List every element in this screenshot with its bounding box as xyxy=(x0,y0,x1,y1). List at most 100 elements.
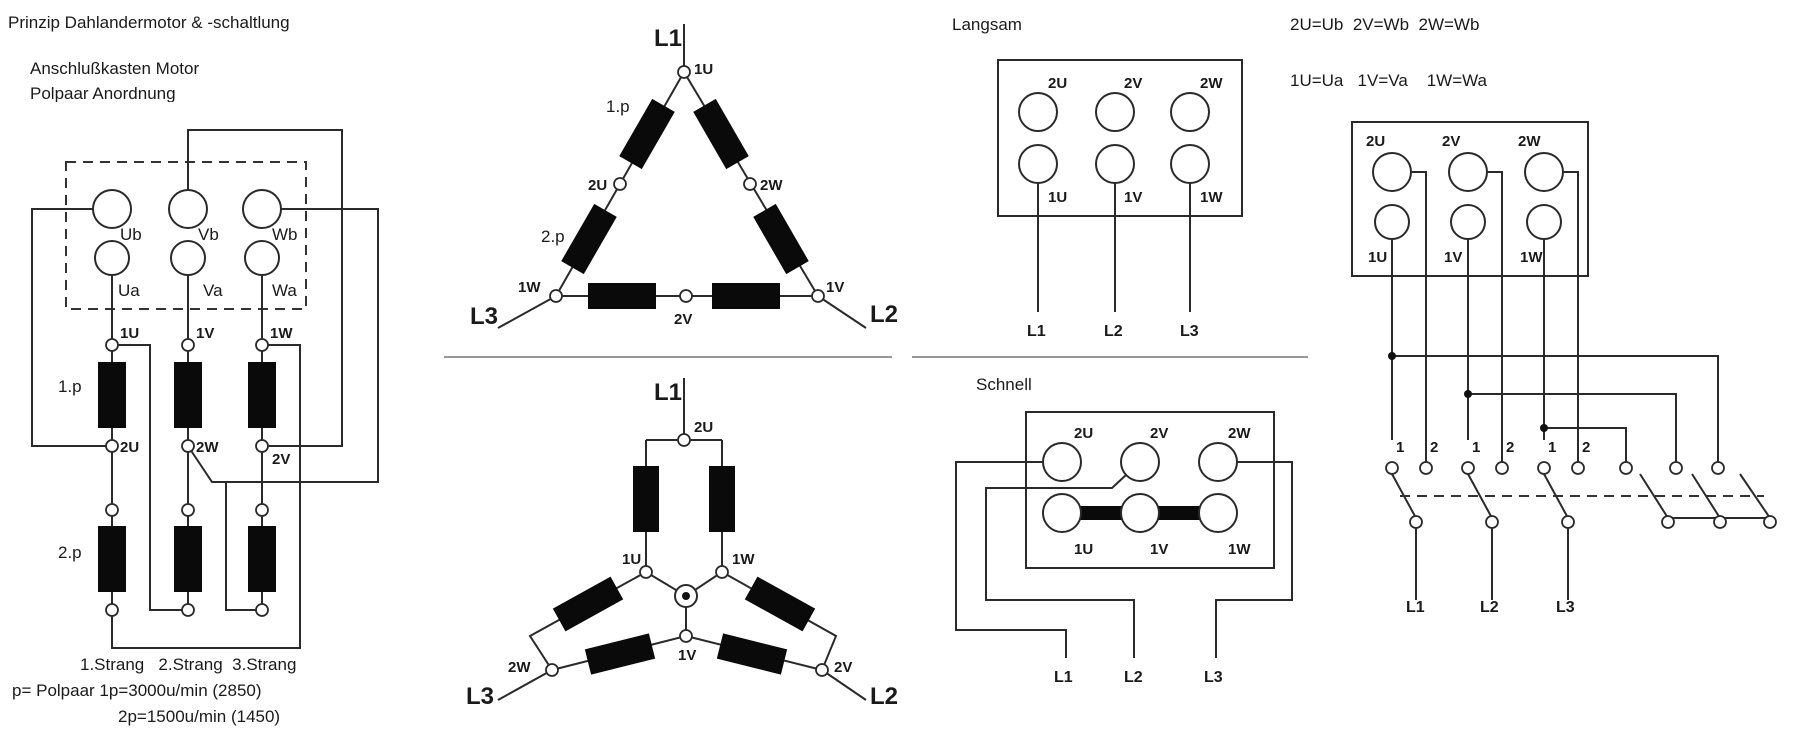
langsam-terminal-2u xyxy=(1018,92,1058,132)
contact-5-upper xyxy=(1537,461,1551,475)
label-ua: Ua xyxy=(118,281,140,300)
label-wa: Wa xyxy=(272,281,297,300)
right-label-2u: 2U xyxy=(1366,133,1385,150)
star-label-2v: 2V xyxy=(834,659,852,676)
delta-label-2v: 2V xyxy=(674,311,692,328)
star-l3-lead xyxy=(497,669,553,701)
contact-1-upper xyxy=(1385,461,1399,475)
pin-strand-2-mid xyxy=(181,503,195,517)
right-label-1v: 1V xyxy=(1444,249,1462,266)
junction-3 xyxy=(1540,424,1548,432)
delta-line-l2: L2 xyxy=(870,301,898,328)
delta-node-1w xyxy=(549,289,563,303)
contact-4-upper xyxy=(1495,461,1509,475)
contact-6-upper xyxy=(1571,461,1585,475)
right-line-l2: L2 xyxy=(1480,599,1499,616)
delta-label-1w: 1W xyxy=(518,279,541,296)
terminal-box-dashed xyxy=(65,161,307,310)
pin-strand-1-end xyxy=(105,603,119,617)
langsam-terminal-box xyxy=(997,59,1243,217)
delta-pole-1p: 1.p xyxy=(606,97,630,116)
left-heading-2: Polpaar Anordnung xyxy=(30,84,176,103)
schnell-label-1w: 1W xyxy=(1228,541,1251,558)
node-1v: 1V xyxy=(196,325,214,342)
delta-line-l3: L3 xyxy=(470,303,498,330)
contact-1-lower xyxy=(1409,515,1423,529)
langsam-terminal-1u xyxy=(1018,144,1058,184)
wire-wb xyxy=(187,208,379,483)
schnell-terminal-2w xyxy=(1198,442,1238,482)
star-node-1w xyxy=(715,565,729,579)
contact-5-lower xyxy=(1713,515,1727,529)
delta-label-1v: 1V xyxy=(826,279,844,296)
switch-label-5: 1 xyxy=(1548,439,1556,456)
schnell-terminal-box xyxy=(1025,411,1275,569)
star-center-dot xyxy=(682,592,690,600)
delta-node-1v xyxy=(811,289,825,303)
star-line-l3: L3 xyxy=(466,683,494,710)
contact-8-upper xyxy=(1669,461,1683,475)
pin-strand-3-mid xyxy=(255,503,269,517)
terminal-wa xyxy=(244,240,280,276)
heading-mask xyxy=(22,102,236,109)
delta-node-1u xyxy=(677,65,691,79)
schnell-line-l3: L3 xyxy=(1204,669,1223,686)
delta-l3-lead xyxy=(497,295,557,329)
delta-node-2w xyxy=(743,177,757,191)
pin-strand-2-end xyxy=(181,603,195,617)
junction-1 xyxy=(1388,352,1396,360)
node-1w: 1W xyxy=(270,325,293,342)
contact-3-upper xyxy=(1461,461,1475,475)
right-terminal-1w xyxy=(1526,204,1562,240)
contact-9-upper xyxy=(1711,461,1725,475)
label-ub: Ub xyxy=(120,225,142,244)
coil-1p-strand-3 xyxy=(248,362,276,428)
junction-2 xyxy=(1464,390,1472,398)
star-coil-left-outer xyxy=(552,576,624,632)
schnell-line-l2: L2 xyxy=(1124,669,1143,686)
star-line-l1: L1 xyxy=(654,379,682,406)
schnell-wire-l1 xyxy=(955,461,1067,658)
contact-6-lower xyxy=(1763,515,1777,529)
delta-coil-1p-left xyxy=(619,98,675,170)
schnell-terminal-2u xyxy=(1042,442,1082,482)
right-line-l1: L1 xyxy=(1406,599,1425,616)
contact-2-lower xyxy=(1485,515,1499,529)
equation-line-1: 2U=Ub 2V=Wb 2W=Wb xyxy=(1290,15,1479,34)
strand-labels: 1.Strang 2.Strang 3.Strang xyxy=(80,655,296,674)
contact-2-upper xyxy=(1419,461,1433,475)
pole-label-2p: 2.p xyxy=(58,543,82,562)
star-label-2u: 2U xyxy=(694,419,713,436)
terminal-ub xyxy=(92,189,132,229)
schnell-panel: Schnell 2U 2V 2W 1U 1V 1W L1 L2 L3 xyxy=(955,375,1293,686)
schnell-terminal-2v xyxy=(1120,442,1160,482)
right-wire-2u xyxy=(1411,171,1427,462)
langsam-panel: Langsam 2U 2V 2W 1U 1V 1W L1 L2 L3 xyxy=(952,15,1243,340)
pin-strand-3-end xyxy=(255,603,269,617)
star-coil-right-vertical xyxy=(709,466,735,532)
langsam-line-l3: L3 xyxy=(1180,323,1199,340)
star-label-1w: 1W xyxy=(732,551,755,568)
coil-2p-strand-2 xyxy=(174,526,202,592)
langsam-line-l2: L2 xyxy=(1104,323,1123,340)
schnell-label: Schnell xyxy=(976,375,1032,394)
star-label-2w: 2W xyxy=(508,659,531,676)
delta-coil-1p-right xyxy=(693,98,749,170)
langsam-label-2v: 2V xyxy=(1124,75,1142,92)
terminal-wb xyxy=(242,189,282,229)
star-node-1v xyxy=(679,629,693,643)
right-label-1u: 1U xyxy=(1368,249,1387,266)
pin-1u xyxy=(105,338,119,352)
schnell-terminal-1u xyxy=(1042,493,1082,533)
node-1u: 1U xyxy=(120,325,139,342)
contact-4-lower xyxy=(1661,515,1675,529)
langsam-terminal-1w xyxy=(1170,144,1210,184)
pin-1v xyxy=(181,338,195,352)
wire-bottom-loop xyxy=(111,344,301,649)
equation-line-2: 1U=Ua 1V=Va 1W=Wa xyxy=(1290,71,1488,90)
right-bus-3 xyxy=(1544,427,1627,462)
legend-line-2: 2p=1500u/min (1450) xyxy=(118,707,280,726)
right-label-2v: 2V xyxy=(1442,133,1460,150)
delta-coil-2p-left xyxy=(561,203,617,275)
